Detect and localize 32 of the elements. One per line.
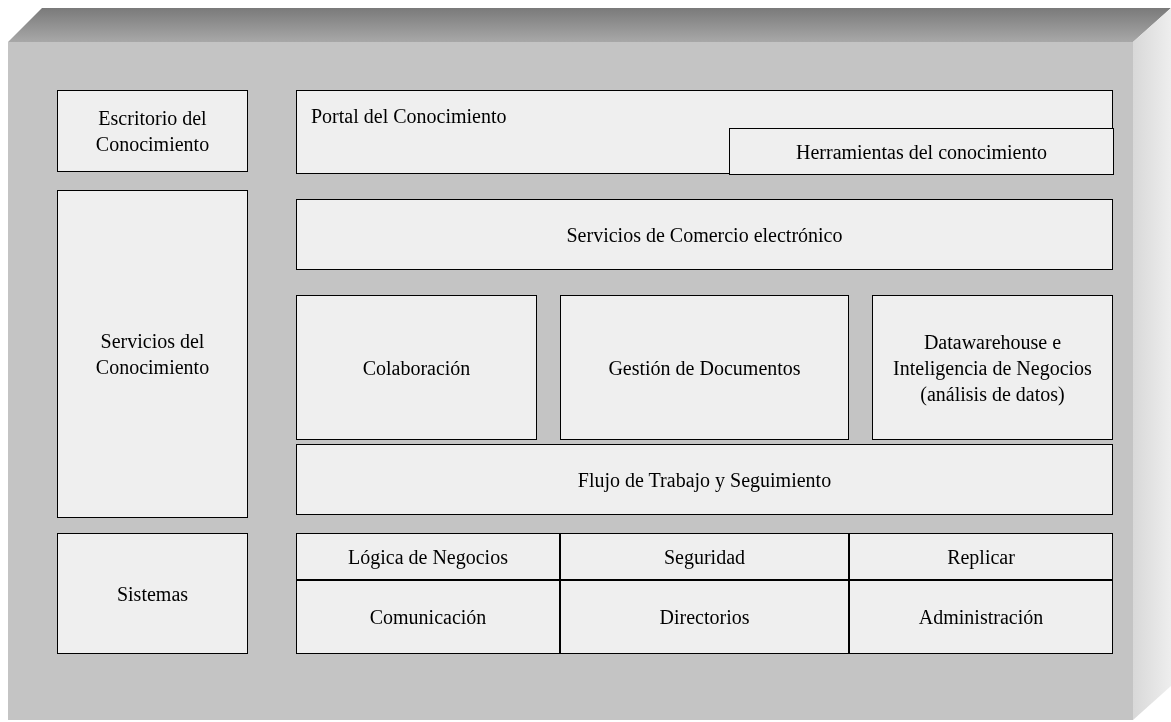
- box-label: Lógica de Negocios: [347, 544, 509, 570]
- box-label: Gestión de Documentos: [607, 355, 802, 381]
- box-label: Colaboración: [361, 355, 472, 381]
- box-label: Replicar: [946, 544, 1016, 570]
- box-label: Sistemas: [115, 581, 190, 607]
- table-cell: [296, 533, 560, 580]
- table-cell: [849, 580, 1113, 654]
- box-label: Administración: [917, 605, 1045, 630]
- process-box: [57, 190, 248, 518]
- table-cell: [560, 580, 849, 654]
- process-box: [729, 128, 1114, 175]
- box-label: Directorios: [658, 605, 751, 630]
- process-box: [560, 295, 849, 440]
- process-box: [57, 90, 248, 172]
- box-label: Comunicación: [368, 605, 488, 630]
- process-box: [296, 90, 1113, 174]
- process-box: [296, 199, 1113, 270]
- table-cell: [849, 533, 1113, 580]
- box-label: Herramientas del conocimiento: [795, 139, 1048, 165]
- box-label: Portal del Conocimiento: [310, 104, 507, 129]
- box-label: Servicios de Comercio electrónico: [565, 222, 844, 248]
- box-label: Flujo de Trabajo y Seguimiento: [576, 467, 833, 493]
- table-cell: [560, 533, 849, 580]
- box-label: Servicios del Conocimiento: [94, 329, 211, 380]
- process-box: [57, 533, 248, 654]
- table-cell: [296, 580, 560, 654]
- box-label: Seguridad: [662, 544, 747, 570]
- box-label: Escritorio del Conocimiento: [94, 106, 211, 157]
- process-box: [296, 444, 1113, 515]
- box-label: Datawarehouse e Inteligencia de Negocios (análisis de datos): [892, 329, 1093, 407]
- process-box: [296, 295, 537, 440]
- process-box: [872, 295, 1113, 440]
